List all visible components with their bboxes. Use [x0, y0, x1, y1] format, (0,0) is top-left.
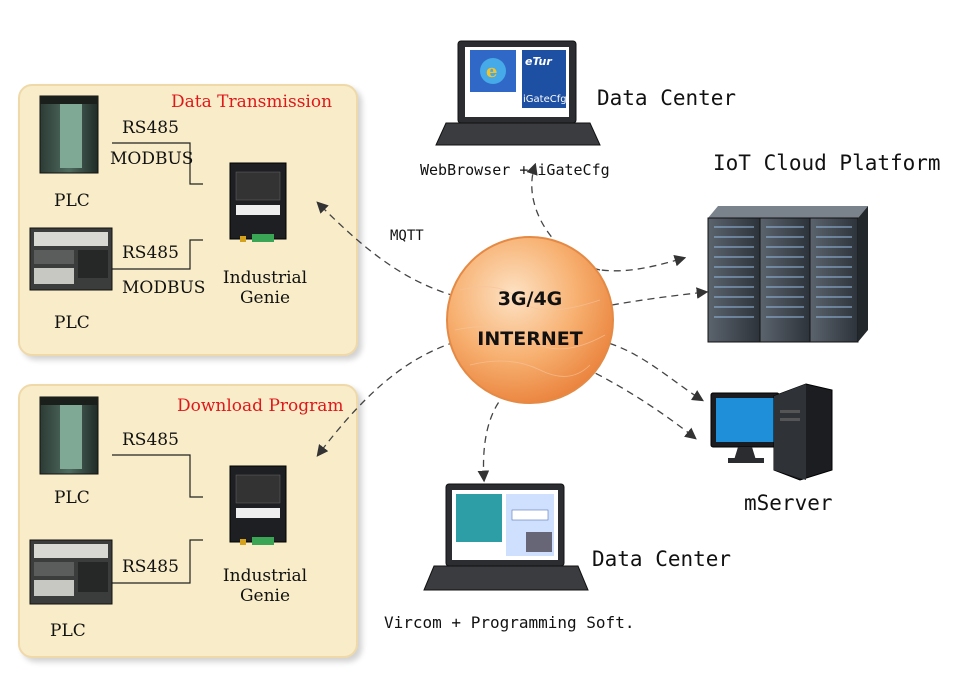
plc-label: PLC [54, 313, 90, 333]
data-center-title-top: Data Center [597, 86, 737, 110]
server-racks [707, 206, 868, 343]
mserver-label: mServer [744, 491, 833, 515]
cloud-platform-title: IoT Cloud Platform [713, 151, 941, 175]
mqtt-label: MQTT [390, 228, 424, 244]
svg-text:e: e [486, 61, 497, 82]
plc-label: PLC [50, 621, 86, 641]
laptop-bottom [423, 483, 589, 591]
rs485-label: RS485 [122, 430, 179, 450]
data-center-title-bottom: Data Center [592, 547, 732, 571]
rs485-label: RS485 [122, 243, 179, 263]
download-program-title: Download Program [177, 396, 344, 416]
modbus-label: MODBUS [110, 149, 194, 169]
plc-s7-bottom [39, 396, 99, 475]
app-label: iGateCfg [523, 94, 567, 105]
data-transmission-title: Data Transmission [171, 92, 333, 112]
plc-compact-bottom [29, 539, 113, 605]
globe-texture [454, 286, 606, 377]
link-hub-to-mserver-a [597, 339, 704, 402]
link-hub-to-bottom-gateway [316, 341, 456, 457]
gateway-label-line1: Industrial [222, 566, 308, 586]
link-hub-to-top-gateway [316, 201, 456, 297]
rs485-label: RS485 [122, 118, 179, 138]
rs485-wiring [112, 142, 203, 584]
rs485-label: RS485 [122, 557, 179, 577]
modbus-label: MODBUS [122, 278, 206, 298]
app-badge: eTur [525, 55, 552, 68]
plc-s7-top [39, 95, 99, 174]
bottom-laptop-caption: Vircom + Programming Soft. [384, 613, 635, 632]
laptop-top: e [435, 40, 601, 146]
plc-label: PLC [54, 191, 90, 211]
gateway-label-line2: Genie [239, 586, 291, 606]
gateway-device-top [229, 162, 287, 242]
gateway-label-line1: Industrial [222, 268, 308, 288]
top-laptop-caption: WebBrowser + iGateCfg [420, 161, 610, 179]
link-hub-to-cloud-b [611, 287, 709, 306]
hub-line2: INTERNET [477, 328, 583, 350]
plc-label: PLC [54, 488, 90, 508]
mserver-desktop [710, 383, 833, 481]
link-hub-to-cloud-a [589, 255, 687, 272]
plc-compact-top [29, 227, 113, 291]
hub-line1: 3G/4G [497, 288, 563, 310]
gateway-device-bottom [229, 465, 287, 545]
internet-globe [446, 236, 614, 404]
gateway-label-line2: Genie [239, 288, 291, 308]
link-hub-to-mserver-b [584, 367, 697, 440]
